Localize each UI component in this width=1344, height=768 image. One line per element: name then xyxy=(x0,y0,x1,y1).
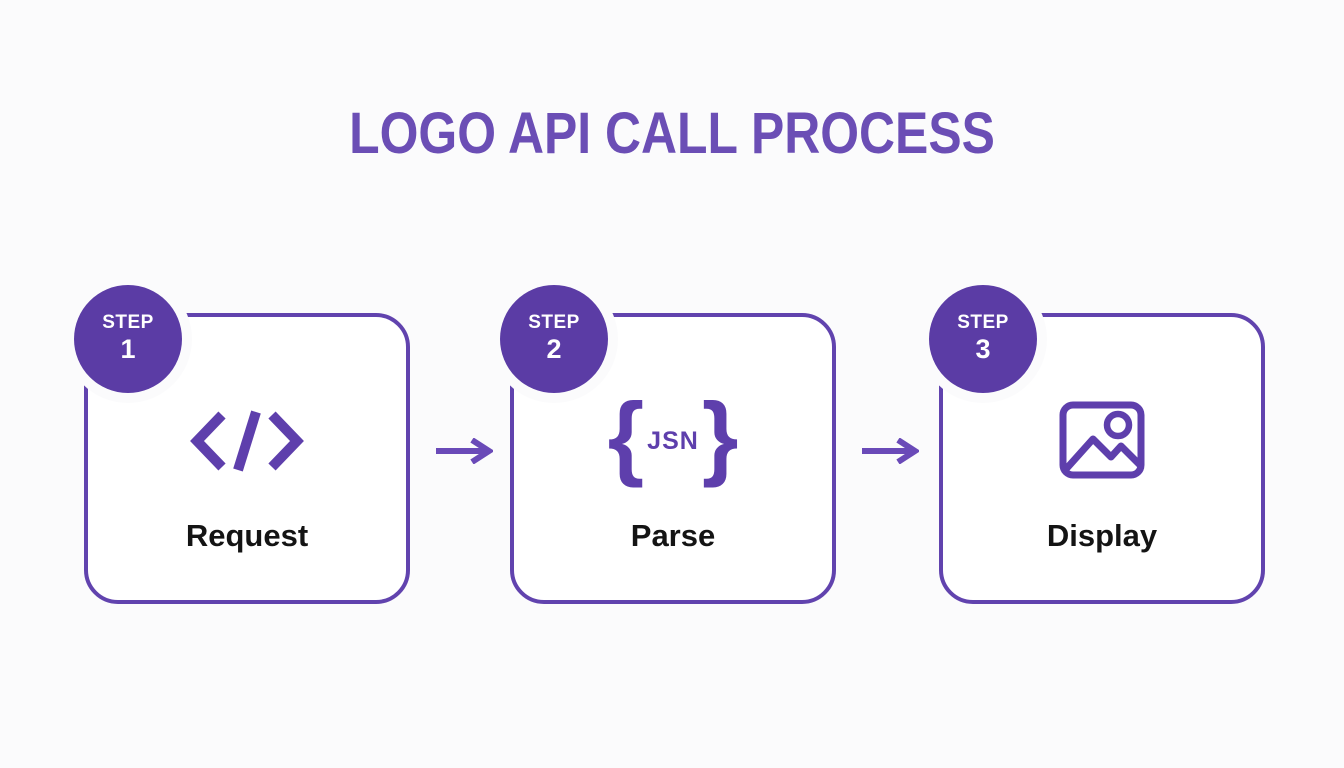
step-label: Parse xyxy=(630,518,716,553)
step-badge-2: STEP 2 xyxy=(500,285,608,393)
arrow-right-icon xyxy=(861,437,921,465)
step-card-display: STEP 3 Display xyxy=(929,285,1265,604)
step-card-request: STEP 1 Request xyxy=(74,285,410,604)
brace-right: } xyxy=(701,383,739,489)
step-badge-number: 3 xyxy=(975,333,991,364)
step-badge-word: STEP xyxy=(102,312,154,334)
json-braces-icon: { JSN } xyxy=(514,389,832,483)
step-badge-word: STEP xyxy=(528,312,580,334)
step-badge-1: STEP 1 xyxy=(74,285,182,393)
step-badge-word: STEP xyxy=(957,312,1009,334)
step-badge-number: 1 xyxy=(120,333,136,364)
arrow-right-icon xyxy=(435,437,495,465)
step-label: Display xyxy=(1046,518,1158,553)
code-icon xyxy=(88,403,406,479)
step-label: Request xyxy=(185,518,309,553)
step-badge-number: 2 xyxy=(546,333,562,364)
page-title: LOGO API CALL PROCESS xyxy=(349,101,995,166)
json-label: JSN xyxy=(647,426,699,455)
image-icon xyxy=(943,401,1261,479)
brace-left: { xyxy=(607,383,645,489)
step-badge-3: STEP 3 xyxy=(929,285,1037,393)
step-card-parse: STEP 2 { JSN } Parse xyxy=(500,285,836,604)
